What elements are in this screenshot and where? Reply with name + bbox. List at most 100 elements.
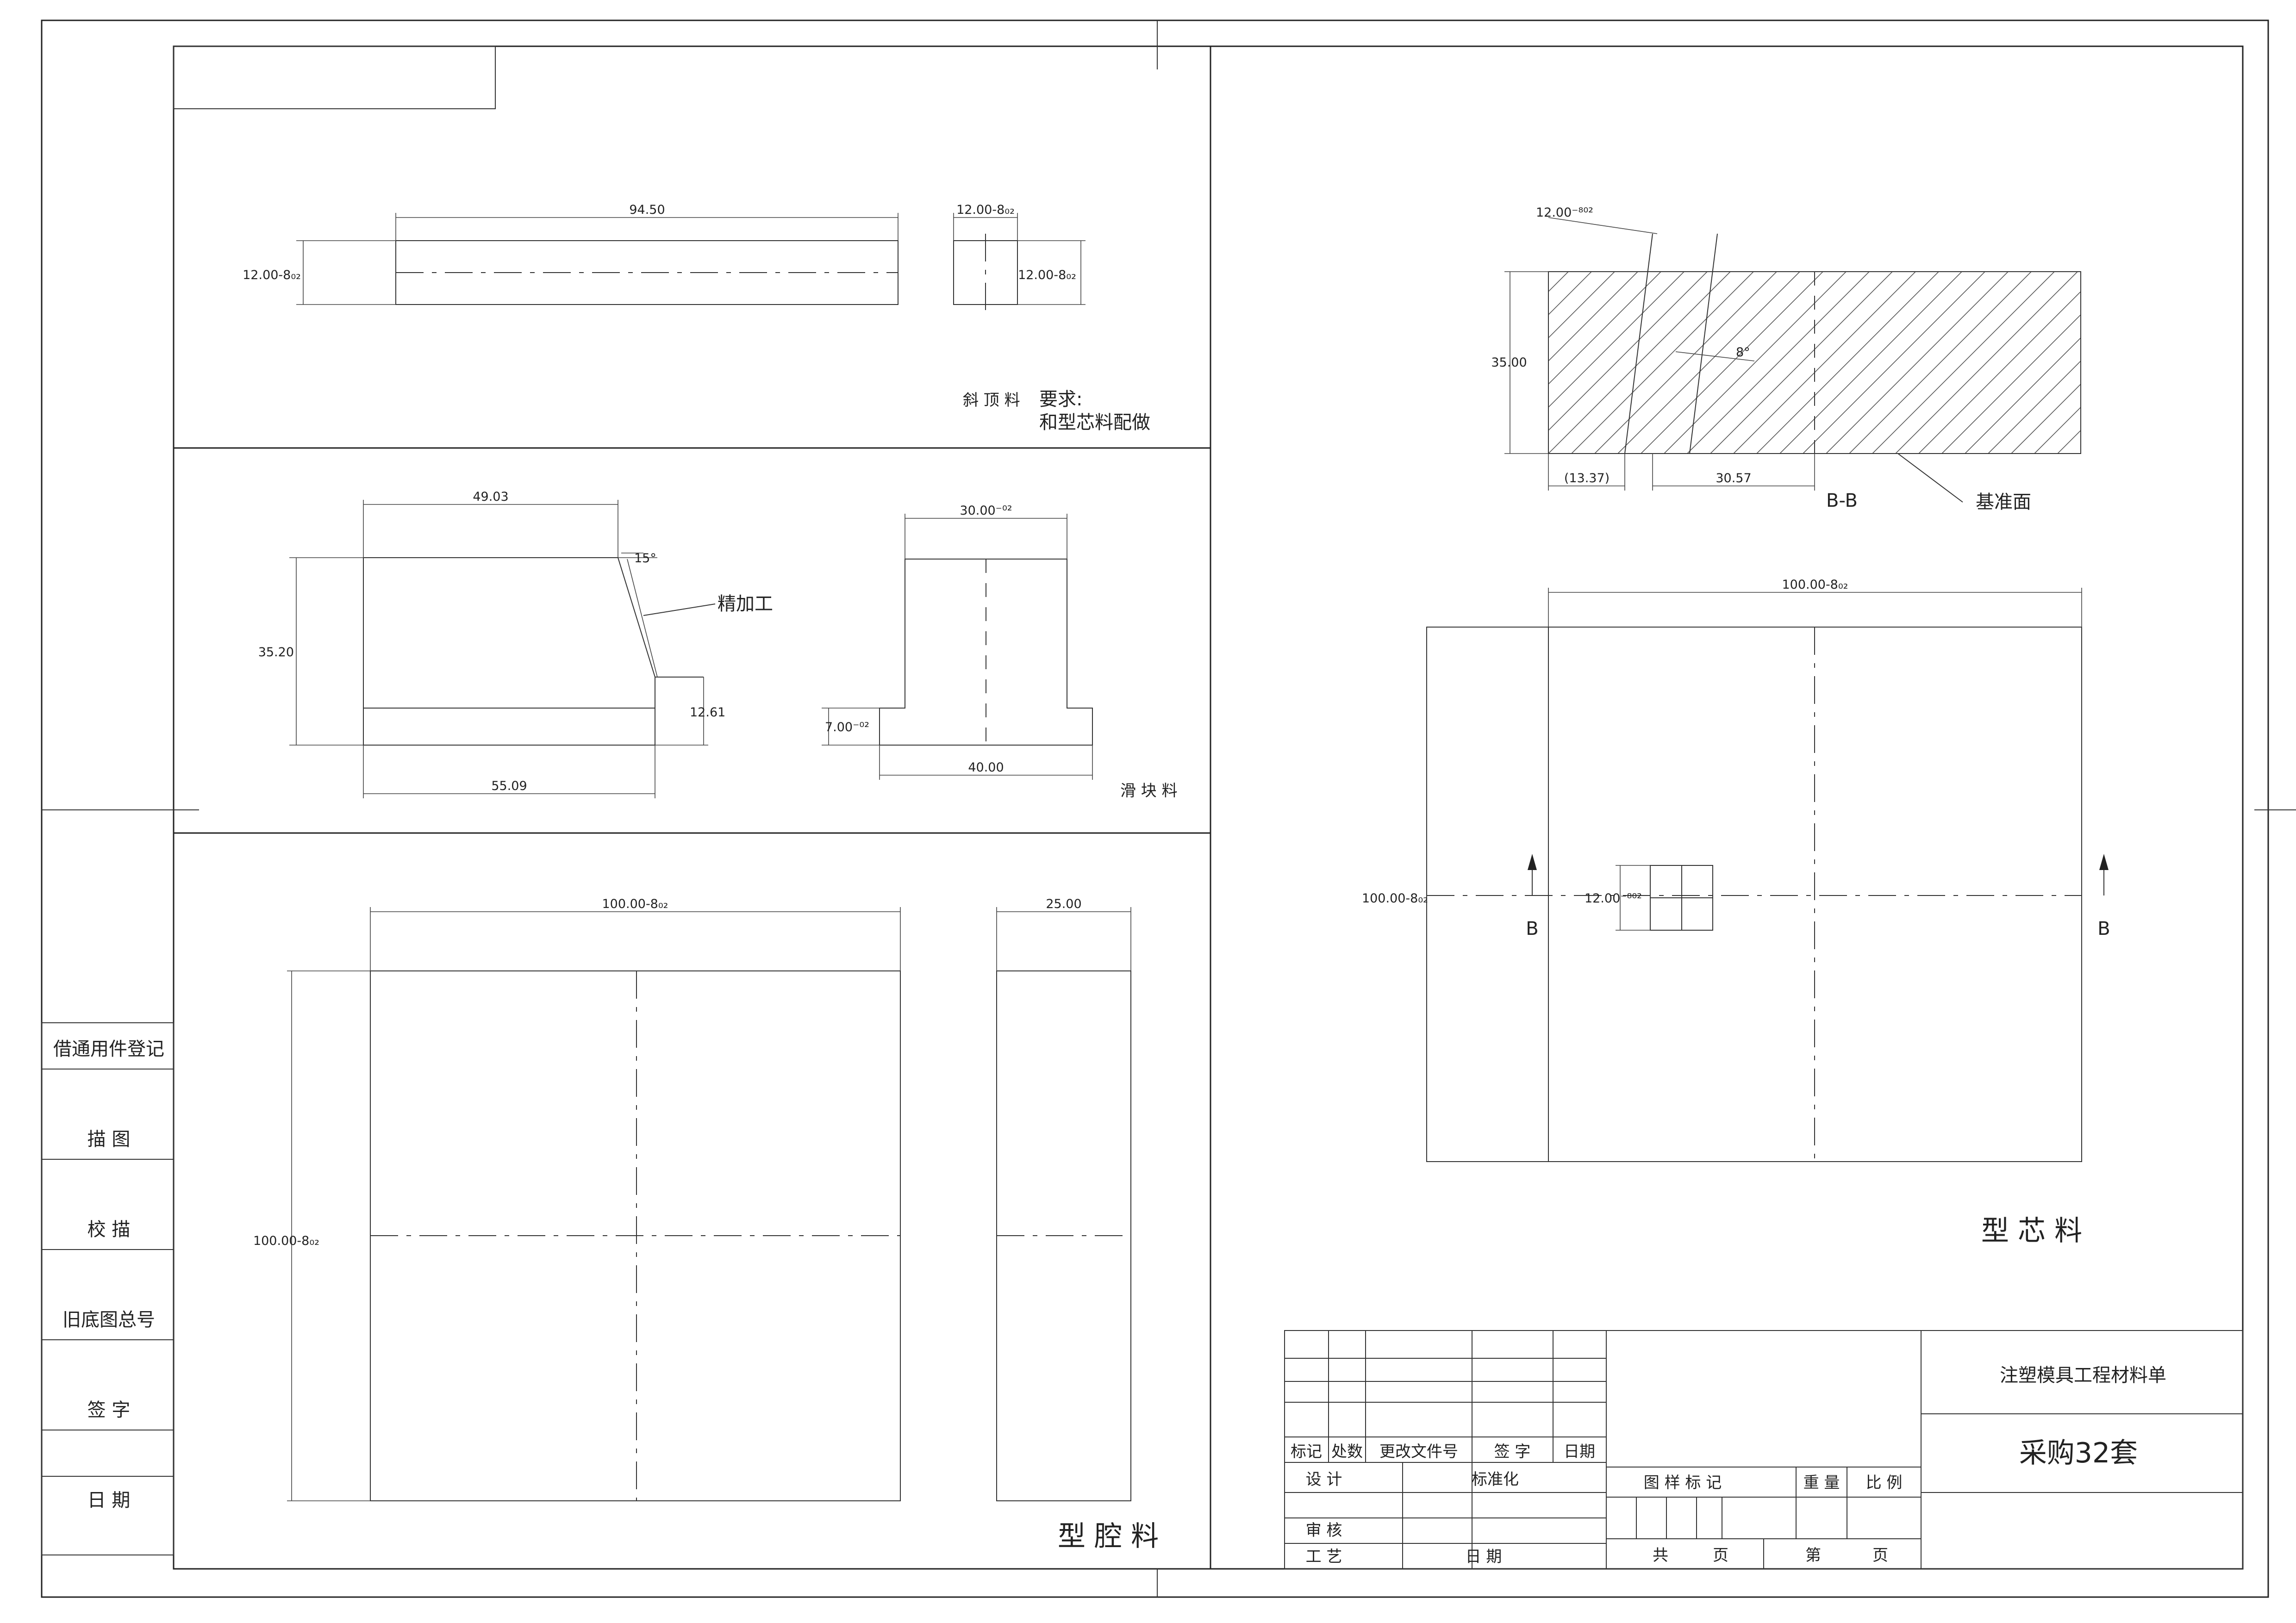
section-hatch <box>1548 272 2081 454</box>
side-item-0: 借通用件登记 <box>53 1038 164 1060</box>
rev-header-file: 更改文件号 <box>1379 1443 1458 1461</box>
lifter-height-dim: 12.00-8₀₂ <box>243 268 301 282</box>
hatch-line <box>1849 272 2032 454</box>
core-caption: 型 芯 料 <box>1981 1215 2082 1247</box>
hatch-line <box>1548 272 1731 454</box>
slider-caption: 滑 块 料 <box>1120 782 1178 800</box>
lifter-bar-view: 94.50 12.00-8₀₂ <box>243 203 898 305</box>
datum-label: 基准面 <box>1976 491 2031 513</box>
rev-header-date: 日期 <box>1564 1443 1595 1461</box>
slider-angle-dim: 15° <box>634 551 656 566</box>
slider-height-dim: 35.20 <box>258 645 294 659</box>
hatch-line <box>1687 272 1870 454</box>
standard-label: 标准化 <box>1472 1470 1519 1489</box>
cavity-thickness-dim: 25.00 <box>1046 897 1081 911</box>
slider-side-view: 15° 精加工 49.03 35.20 12.61 55.09 <box>258 490 773 798</box>
core-plan-view: 100.00-8₀₂ 100.00-8₀₂ 12.00⁻⁸⁰² B B 型 芯 … <box>1362 578 2110 1247</box>
section-right-dim: 30.57 <box>1716 471 1751 485</box>
side-item-3: 旧底图总号 <box>62 1309 155 1331</box>
hatch-line <box>2080 453 2081 454</box>
section-hole-dim: 12.00⁻⁸⁰² <box>1536 205 1593 220</box>
hatch-line <box>1988 360 2081 454</box>
core-cut-right: B <box>2097 918 2110 939</box>
section-angle-dim: 8° <box>1736 345 1750 360</box>
side-item-5: 日 期 <box>87 1490 131 1511</box>
lifter-note: 斜 顶 料 要求: 和型芯料配做 <box>963 389 1150 433</box>
page-unit-label: 页 <box>1713 1546 1728 1565</box>
slider-t-width-dim: 30.00⁻⁰² <box>960 504 1012 518</box>
hatch-line <box>2057 429 2081 454</box>
cavity-caption: 型 腔 料 <box>1058 1520 1159 1553</box>
scale-label: 比 例 <box>1866 1474 1903 1492</box>
date-label: 日 期 <box>1466 1548 1502 1566</box>
hatch-line <box>1710 272 1893 454</box>
rev-header-count: 处数 <box>1331 1443 1363 1461</box>
page-unit-label-2: 页 <box>1872 1546 1888 1565</box>
cavity-side-view: 25.00 型 腔 料 <box>996 897 1159 1553</box>
slider-top-length-dim: 49.03 <box>473 490 508 504</box>
lifter-length-dim: 94.50 <box>629 203 665 217</box>
hatch-line <box>1641 272 1823 454</box>
hatch-line <box>1918 291 2081 454</box>
hatch-line <box>1594 272 1777 454</box>
slider-t-base-dim: 40.00 <box>968 760 1004 775</box>
review-label: 审 核 <box>1306 1521 1342 1540</box>
slider-bottom-length-dim: 55.09 <box>491 779 527 793</box>
hatch-line <box>1826 272 2009 454</box>
cavity-height-dim: 100.00-8₀₂ <box>253 1234 319 1248</box>
hatch-line <box>1895 272 2078 454</box>
hatch-line <box>1803 272 1985 454</box>
core-hole-dim: 12.00⁻⁸⁰² <box>1585 891 1642 906</box>
hatch-line <box>1664 272 1847 454</box>
slider-finish-label: 精加工 <box>718 593 773 615</box>
title-block: 标记 处数 更改文件号 签 字 日期 设 计 标准化 审 核 工 艺 日 期 图… <box>1284 1330 2243 1569</box>
hatch-line <box>1548 272 1592 316</box>
hatch-line <box>1965 337 2081 454</box>
lifter-end-height-dim: 12.00-8₀₂ <box>1018 268 1076 282</box>
hatch-line <box>1548 272 1615 339</box>
hatch-line <box>1617 272 1800 454</box>
title-text: 注塑模具工程材料单 <box>2000 1365 2166 1386</box>
process-label: 工 艺 <box>1306 1548 1342 1566</box>
section-label: B-B <box>1826 490 1858 511</box>
hatch-line <box>1548 272 1638 362</box>
side-item-4: 签 字 <box>87 1399 131 1421</box>
core-width-dim: 100.00-8₀₂ <box>1782 578 1848 592</box>
hatch-line <box>1756 272 1939 454</box>
section-left-dim: (13.37) <box>1564 471 1610 485</box>
hatch-line <box>1548 272 1661 385</box>
slider-step-dim: 12.61 <box>690 705 725 720</box>
hatch-line <box>1733 272 1916 454</box>
cavity-front-view: 100.00-8₀₂ 100.00-8₀₂ <box>253 897 901 1501</box>
hatch-line <box>1779 272 1962 454</box>
drawing-frame <box>41 19 2296 1598</box>
total-label: 共 <box>1653 1546 1668 1565</box>
subtitle-text: 采购32套 <box>2019 1437 2138 1469</box>
lifter-note-text: 和型芯料配做 <box>1039 412 1150 433</box>
core-cut-left: B <box>1526 918 1538 939</box>
rev-header-sign: 签 字 <box>1494 1443 1531 1461</box>
hatch-line <box>2034 406 2081 454</box>
lifter-note-label: 斜 顶 料 <box>963 391 1020 410</box>
hatch-line <box>2011 383 2081 454</box>
side-panel: 借通用件登记 描 图 校 描 旧底图总号 签 字 日 期 <box>41 1022 174 1555</box>
design-label: 设 计 <box>1306 1470 1342 1489</box>
hatch-line <box>1548 272 1685 408</box>
section-height-dim: 35.00 <box>1491 355 1527 370</box>
core-height-dim: 100.00-8₀₂ <box>1362 891 1428 906</box>
lifter-note-req: 要求: <box>1039 389 1082 410</box>
side-item-1: 描 图 <box>87 1129 131 1150</box>
lifter-end-width-dim: 12.00-8₀₂ <box>956 203 1015 217</box>
slider-t-view: 30.00⁻⁰² 7.00⁻⁰² 40.00 滑 块 料 <box>822 504 1178 800</box>
hatch-line <box>1941 314 2081 454</box>
hatch-line <box>1571 272 1754 454</box>
weight-label: 重 量 <box>1803 1474 1840 1492</box>
sample-mark-label: 图 样 标 记 <box>1644 1474 1722 1492</box>
section-bb-view: 12.00⁻⁸⁰² 35.00 8° (13.37) 30.57 B-B 基准面 <box>1491 205 2081 513</box>
lifter-end-view: 12.00-8₀₂ 12.00-8₀₂ <box>953 203 1086 310</box>
slider-t-flange-dim: 7.00⁻⁰² <box>825 720 869 734</box>
rev-header-mark: 标记 <box>1291 1443 1322 1461</box>
hatch-line <box>1548 272 1708 431</box>
sheet-label: 第 <box>1805 1546 1821 1565</box>
